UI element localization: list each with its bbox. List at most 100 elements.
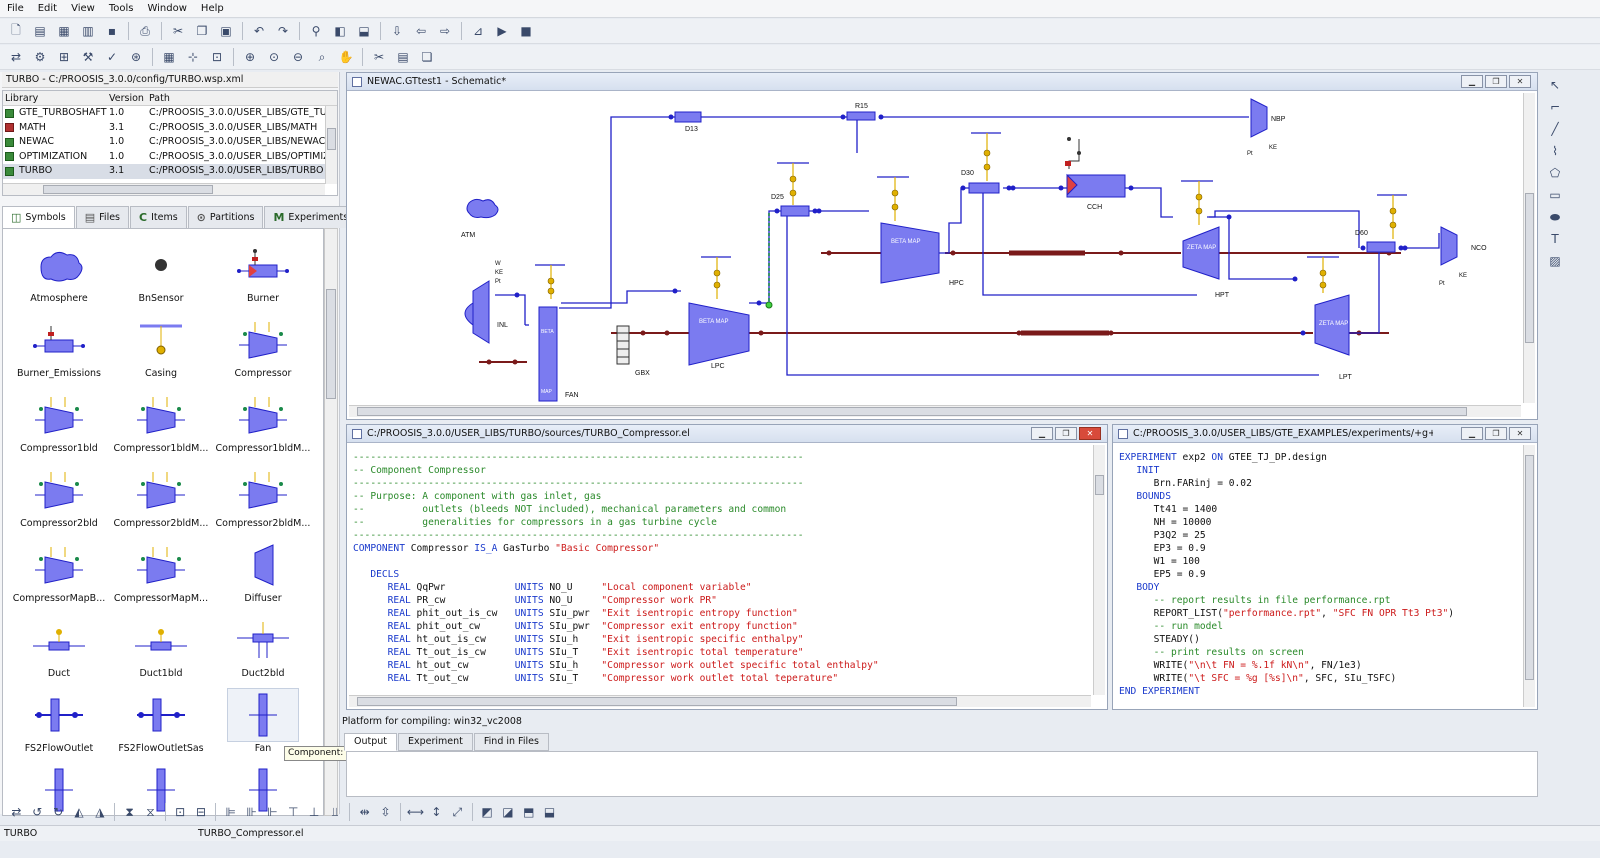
library-icon[interactable]: ▥ — [82, 24, 94, 38]
symbol-item[interactable]: Duct — [7, 614, 111, 689]
symbol-item[interactable]: Compressor1bldM... — [211, 389, 315, 464]
minimize-button[interactable]: ▁ — [1461, 427, 1483, 440]
close-button[interactable]: ✕ — [1079, 427, 1101, 440]
tab-symbols[interactable]: ◫Symbols — [2, 206, 75, 228]
redo-icon[interactable]: ↷ — [277, 24, 289, 38]
tab-files[interactable]: ▤Files — [75, 206, 130, 228]
close-button[interactable]: ✕ — [1509, 75, 1531, 88]
symbol-item[interactable]: Compressor2bld — [7, 464, 111, 539]
align-left-icon[interactable]: ⊫ — [225, 805, 236, 819]
component-icon[interactable]: ⚙ — [34, 50, 46, 64]
cut-icon[interactable]: ✂ — [172, 24, 184, 38]
connect-icon[interactable]: ⇄ — [11, 805, 22, 819]
same-width-icon[interactable]: ⟷ — [406, 805, 425, 819]
ellipse-icon[interactable]: ⬬ — [1549, 209, 1561, 224]
symbol-item[interactable] — [211, 764, 315, 815]
zoom-area-icon[interactable]: ⌕ — [318, 49, 326, 64]
zoom-fit-icon[interactable]: ⊙ — [268, 50, 280, 64]
restore-button[interactable]: ❐ — [1055, 427, 1077, 440]
paste-icon[interactable]: ▣ — [220, 24, 232, 38]
connect-icon[interactable]: ⇄ — [10, 50, 22, 64]
tab-find-in-files[interactable]: Find in Files — [473, 733, 549, 751]
send-back-icon[interactable]: ◪ — [502, 805, 514, 819]
build-icon[interactable]: ⚒ — [82, 50, 94, 64]
code-editor-text[interactable]: ----------------------------------------… — [347, 443, 1107, 685]
group-icon[interactable]: ⊡ — [175, 805, 186, 819]
grid-icon[interactable]: ▦ — [163, 50, 175, 64]
snap-icon[interactable]: ⊹ — [187, 50, 199, 64]
menu-view[interactable]: View — [71, 2, 95, 14]
new-icon[interactable]: 🗋 — [11, 22, 21, 37]
rectangle-icon[interactable]: ▭ — [1549, 188, 1561, 202]
rotate-left-icon[interactable]: ↺ — [32, 805, 43, 819]
col-path[interactable]: Path — [149, 93, 170, 104]
symbol-item[interactable]: Compressor1bld — [7, 389, 111, 464]
workspace-icon[interactable]: ▦ — [58, 24, 70, 38]
align-middle-icon[interactable]: ⊥ — [308, 805, 320, 819]
forward-icon[interactable]: ⬒ — [523, 805, 535, 819]
polygon-icon[interactable]: ⬠ — [1549, 166, 1561, 180]
flip-icon[interactable]: ◭ — [74, 805, 84, 819]
schematic-canvas[interactable]: ATM INL FAN GBX LPC HPC HPT LPT NCO NBP … — [349, 93, 1521, 405]
experiment-text[interactable]: EXPERIMENT exp2 ON GTEE_TJ_DP.design INI… — [1113, 443, 1537, 698]
zoom-in-icon[interactable]: ⊕ — [244, 50, 256, 64]
symbol-item[interactable]: Compressor1bldM... — [109, 389, 213, 464]
symbol-item[interactable]: BnSensor — [109, 239, 213, 314]
distribute-v-icon[interactable]: ⇳ — [380, 805, 391, 819]
bring-front-icon[interactable]: ◩ — [481, 805, 493, 819]
align-bottom-icon[interactable]: ⫫ — [331, 804, 339, 819]
menu-file[interactable]: File — [7, 2, 24, 14]
pointer-icon[interactable]: ↖ — [1549, 78, 1561, 92]
symbol-item[interactable]: FS2FlowOutlet — [7, 689, 111, 764]
symbol-item[interactable]: Duct1bld — [109, 614, 213, 689]
symbol-item[interactable]: Diffuser — [211, 539, 315, 614]
mirror-icon[interactable]: ◮ — [95, 805, 105, 819]
connector-icon[interactable]: ⌐ — [1549, 100, 1561, 114]
duplicate-icon[interactable]: ❏ — [421, 50, 433, 64]
menu-help[interactable]: Help — [200, 2, 224, 14]
menu-window[interactable]: Window — [147, 2, 187, 14]
align-center-icon[interactable]: ⊪ — [246, 805, 257, 819]
flip-horizontal-icon[interactable]: ⧗ — [125, 804, 134, 819]
symbol-item[interactable]: Burner — [211, 239, 315, 314]
col-library[interactable]: Library — [5, 92, 39, 104]
symbol-item[interactable]: CompressorMapM... — [109, 539, 213, 614]
compile-icon[interactable]: ⊛ — [130, 50, 142, 64]
copy-icon[interactable]: ❐ — [196, 24, 208, 38]
text-icon[interactable]: T — [1551, 232, 1559, 246]
symbol-item[interactable]: CompressorMapB... — [7, 539, 111, 614]
export-icon[interactable]: ⇩ — [391, 24, 403, 38]
distribute-h-icon[interactable]: ⇹ — [359, 805, 370, 819]
symbol-item[interactable]: Compressor — [211, 314, 315, 389]
image-icon[interactable]: ▨ — [1549, 254, 1561, 268]
check-icon[interactable]: ✓ — [106, 50, 118, 64]
symbol-item[interactable]: Casing — [109, 314, 213, 389]
symbol-item[interactable] — [7, 764, 111, 815]
flip-vertical-icon[interactable]: ⧖ — [146, 804, 155, 819]
open-icon[interactable]: ▤ — [34, 24, 46, 38]
undo-icon[interactable]: ↶ — [253, 24, 265, 38]
same-size-icon[interactable]: ⤢ — [452, 804, 463, 819]
output-pane[interactable] — [346, 751, 1538, 797]
col-version[interactable]: Version — [109, 93, 144, 104]
tools-icon[interactable]: ✂ — [373, 50, 385, 64]
symbol-item[interactable]: Atmosphere — [7, 239, 111, 314]
backward-icon[interactable]: ⬓ — [543, 805, 556, 819]
close-button[interactable]: ✕ — [1509, 427, 1531, 440]
plot-icon[interactable]: ⊿ — [472, 24, 484, 38]
symbol-item[interactable]: Compressor2bldM... — [211, 464, 315, 539]
menu-edit[interactable]: Edit — [37, 2, 58, 14]
ungroup-icon[interactable]: ⊟ — [195, 805, 207, 819]
restore-button[interactable]: ❐ — [1485, 75, 1507, 88]
minimize-button[interactable]: ▁ — [1031, 427, 1053, 440]
align-grid-icon[interactable]: ⊡ — [211, 50, 223, 64]
print-icon[interactable]: ⎙ — [140, 23, 150, 38]
partition-icon[interactable]: ⊞ — [58, 50, 70, 64]
minimize-button[interactable]: ▁ — [1461, 75, 1483, 88]
symbol-item[interactable]: Fan — [211, 688, 315, 764]
